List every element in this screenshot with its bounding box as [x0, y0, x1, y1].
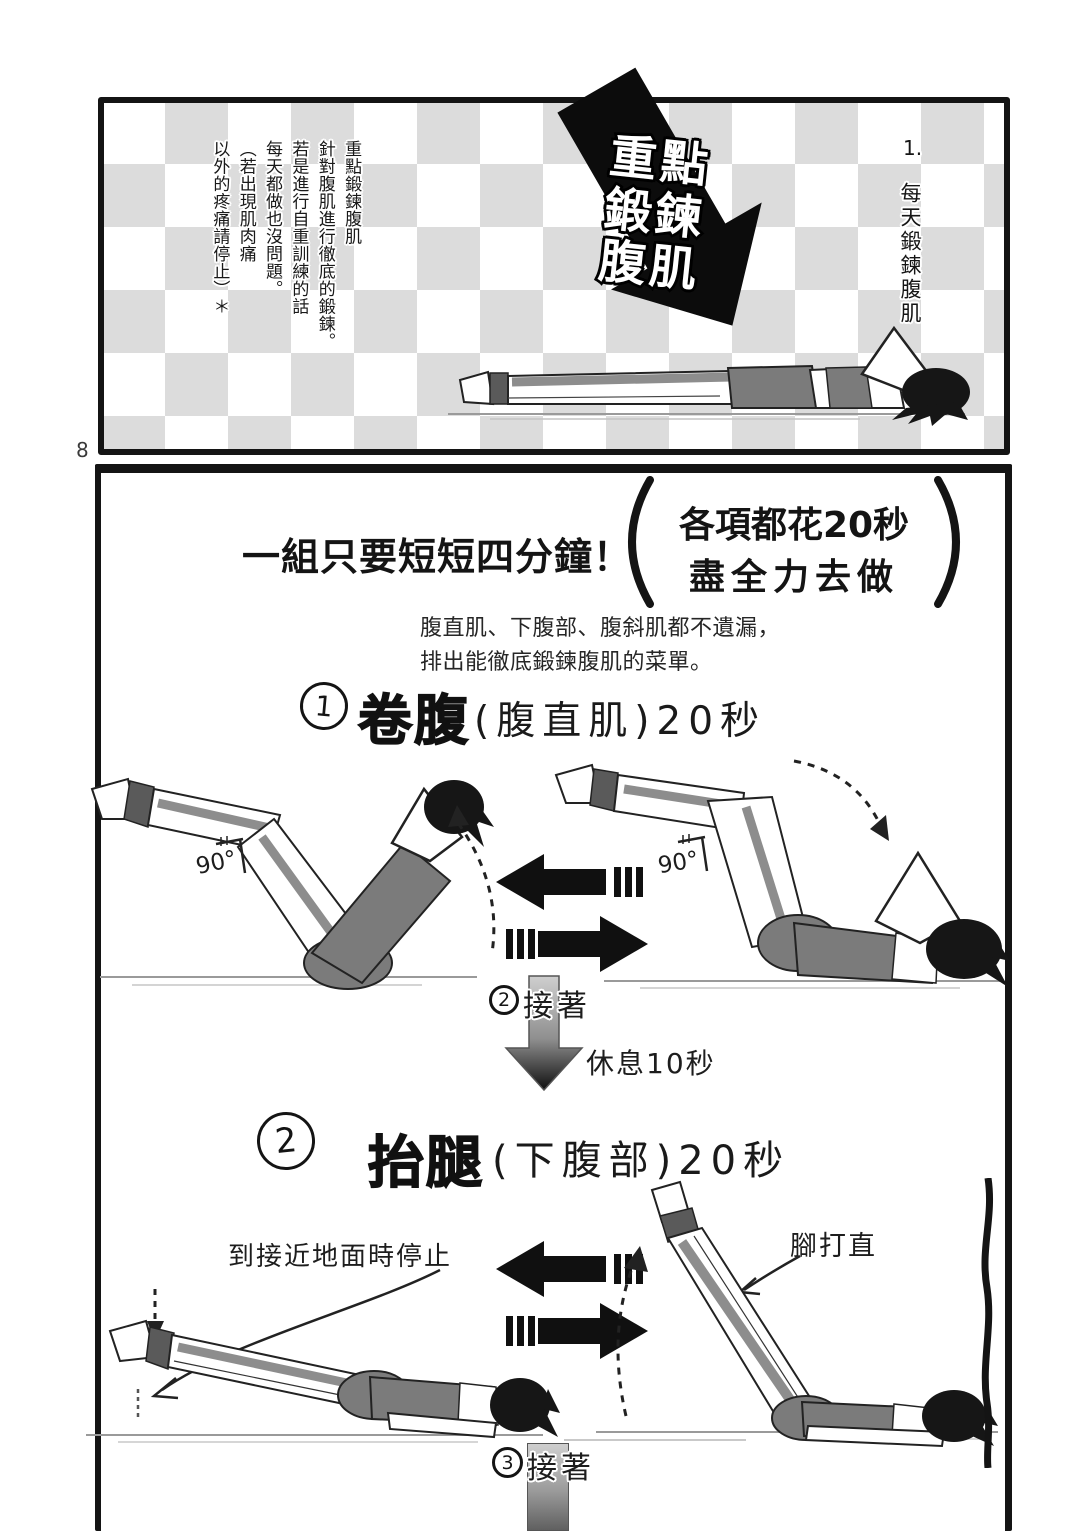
- emphasis-arrow-icon: [557, 67, 762, 326]
- transition3-number: 3: [501, 1451, 514, 1474]
- chapter-number: 1.: [903, 136, 923, 160]
- intro-text: 腹直肌、下腹部、腹斜肌都不遺漏， 排出能徹底鍛鍊腹肌的菜單。: [420, 612, 780, 680]
- intro-line1: 腹直肌、下腹部、腹斜肌都不遺漏，: [420, 616, 781, 641]
- right-arrow-icon: [538, 916, 648, 972]
- rough-border-stroke: [981, 1178, 994, 1468]
- crunch-down-illustration: [554, 759, 1010, 989]
- emphasis-arrow-title: 重點鍛鍊腹肌: [593, 127, 716, 302]
- narration-column: 每天都做也沒問題。: [262, 140, 283, 298]
- paren-note-line1: 各項都花20秒: [678, 505, 910, 546]
- angle-mark-icon: [215, 836, 247, 874]
- page-number: 8: [76, 438, 89, 462]
- next-step-down-arrow: [504, 975, 584, 1092]
- narration-column: （若出現肌肉痛: [235, 140, 256, 263]
- exercise1-name: 卷腹: [357, 688, 470, 753]
- narration-column: 以外的疼痛請停止）＊: [209, 140, 230, 315]
- leg-raise-low-illustration: [86, 1289, 560, 1443]
- note-stop-near-ground: 到接近地面時停止: [228, 1242, 453, 1272]
- exercise1-number: 1: [313, 688, 335, 724]
- paren-note: 各項都花20秒 盡全力去做: [650, 500, 938, 604]
- exercise1-detail: (腹直肌)20秒: [474, 699, 767, 744]
- headline: 一組只要短短四分鐘！: [242, 535, 633, 579]
- narration-column: 針對腹肌進行徹底的鍛鍊。: [314, 140, 335, 350]
- paren-right-icon: [934, 476, 960, 608]
- transition3-label: 接著: [527, 1451, 595, 1486]
- crunch-up-illustration: [90, 777, 496, 990]
- next-step-arrow-shaft: [527, 1443, 569, 1531]
- paren-left-icon: [628, 476, 654, 608]
- angle-mark-icon: [677, 834, 709, 872]
- narration-column: 若是進行自重訓練的話: [288, 140, 309, 315]
- left-arrow-icon: [496, 854, 606, 910]
- narration-columns: 重點鍛鍊腹肌 針對腹肌進行徹底的鍛鍊。 若是進行自重訓練的話 每天都做也沒問題。…: [206, 140, 364, 388]
- transition3-number-badge: 3: [492, 1447, 523, 1478]
- chapter-title: 每天鍛鍊腹肌: [898, 182, 922, 326]
- exercise2-number: 2: [273, 1119, 299, 1163]
- rest-label: 休息10秒: [586, 1047, 716, 1080]
- lying-character-illustration: [448, 325, 970, 426]
- paren-note-line2: 盡全力去做: [688, 556, 899, 598]
- exercise2-name: 抬腿: [367, 1130, 484, 1197]
- panel-top: [98, 97, 1010, 455]
- narration-column: 重點鍛鍊腹肌: [341, 140, 362, 245]
- movement-arrows-icon: [496, 854, 648, 972]
- note-legs-straight: 腳打直: [790, 1231, 877, 1262]
- transition2-number-badge: 2: [489, 985, 519, 1015]
- leg-raise-high-illustration: [564, 1180, 998, 1448]
- transition2-number: 2: [497, 989, 511, 1011]
- left-arrow-icon: [496, 1241, 606, 1297]
- intro-line2: 排出能徹底鍛鍊腹肌的菜單。: [420, 650, 713, 676]
- exercise2-detail: (下腹部)20秒: [492, 1138, 791, 1184]
- transition2-label: 接著: [523, 989, 591, 1024]
